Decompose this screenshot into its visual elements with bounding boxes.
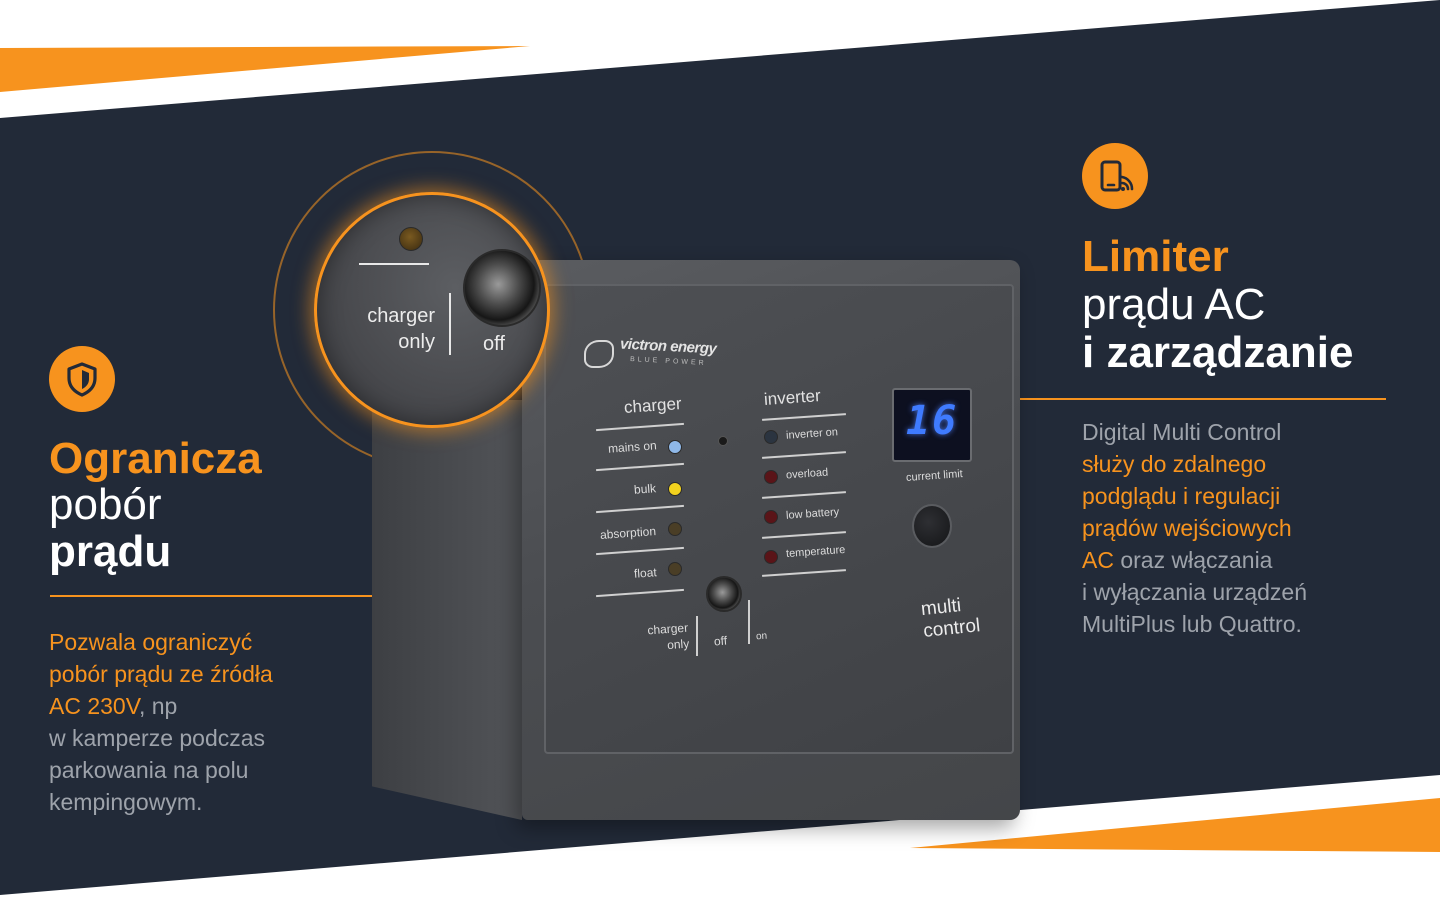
left-desc-line: w kamperze podczas [49,725,266,751]
absorption-led [668,522,682,536]
right-heading-bold: i zarządzanie [1082,328,1354,377]
charger-title: charger [623,394,683,417]
charger-row-label: float [633,565,658,581]
display-value: 16 [906,398,959,444]
right-desc-line: służy do zdalnego [1082,451,1267,477]
charger-row-label: bulk [633,481,657,497]
right-desc-line: MultiPlus lub Quattro. [1082,611,1302,637]
mains-on-led [668,440,682,454]
switch-label-on: on [755,630,768,643]
right-description: Digital Multi Control służy do zdalnego … [1082,416,1422,640]
overload-led [764,470,778,484]
mode-toggle-switch[interactable] [706,576,742,612]
left-desc-line: Pozwala ograniczyć [49,629,253,655]
multi-control-device: victron energy BLUE POWER charger mains … [372,260,1020,820]
low-battery-led [764,510,778,524]
device-side [372,400,522,820]
left-heading-bold: prądu [49,527,172,576]
lens-divider [449,293,451,355]
float-led [668,562,682,576]
switch-label-charger-only: charger only [646,620,690,652]
bottom-orange-stripe [910,798,1440,852]
right-desc-highlight: AC [1082,547,1114,573]
switch-divider [696,616,698,656]
lens-led [399,227,423,251]
right-desc-line: i wyłączania urządzeń [1082,579,1308,605]
right-desc-line: Digital Multi Control [1082,419,1282,445]
left-description: Pozwala ograniczyć pobór prądu ze źródła… [49,626,349,818]
left-desc-line: kempingowym. [49,789,203,815]
shield-badge [49,346,115,412]
shield-icon [67,362,97,397]
switch-divider [748,600,750,644]
left-desc-text: , np [138,693,178,719]
phone-wireless-icon [1100,160,1134,192]
lens-divider [359,263,429,265]
left-heading-accent: Ogranicza [49,434,262,483]
left-desc-line: parkowania na polu [49,757,249,783]
zoom-lens: charger only off [314,192,550,428]
inverter-on-led [764,430,778,444]
lens-label-charger-only: charger only [367,305,435,354]
phone-badge [1082,143,1148,209]
lens-toggle-switch [463,249,541,327]
victron-logo-icon [584,340,614,368]
right-heading-light: prądu AC [1082,280,1266,329]
right-desc-line: AC oraz włączania [1082,544,1422,576]
current-limit-display: 16 [892,388,972,462]
inverter-title: inverter [763,386,822,409]
left-desc-line: pobór prądu ze źródła [49,661,273,687]
current-limit-knob[interactable] [912,504,952,548]
right-desc-line: prądów wejściowych [1082,515,1292,541]
top-orange-stripe [0,46,530,92]
lens-label-off: off [483,333,505,355]
switch-label-off: off [713,633,728,649]
right-desc-line: podglądu i regulacji [1082,483,1281,509]
left-desc-line: AC 230V, np [49,690,349,722]
temperature-led [764,550,778,564]
right-desc-text: oraz włączania [1113,547,1273,573]
bulk-led [668,482,682,496]
status-led [718,436,728,446]
right-heading-accent: Limiter [1082,232,1229,281]
left-heading-light: pobór [49,480,162,529]
left-desc-highlight: AC 230V [49,693,139,719]
